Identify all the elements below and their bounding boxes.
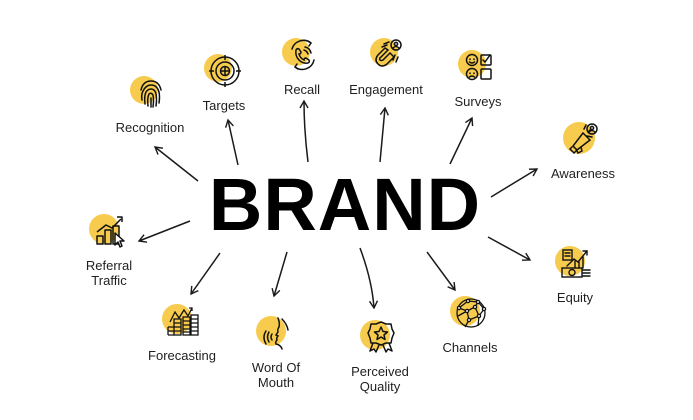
target-crosshair-icon xyxy=(209,55,241,87)
magnet-user-icon xyxy=(375,39,402,67)
arrow-to-referral-traffic xyxy=(137,220,191,243)
megaphone-icon xyxy=(568,123,598,155)
arrow-to-word-of-mouth xyxy=(271,251,288,298)
label-recall: Recall xyxy=(283,82,321,97)
node-equity: Equity xyxy=(540,242,610,305)
label-perceived-quality: Perceived Quality xyxy=(351,364,409,394)
phone-call-icon xyxy=(291,39,315,71)
chart-forecast-icon xyxy=(167,307,199,336)
arrow-to-perceived-quality xyxy=(359,247,379,310)
label-equity: Equity xyxy=(556,290,594,305)
arrow-to-awareness xyxy=(490,168,539,198)
label-engagement: Engagement xyxy=(349,82,423,97)
node-word-of-mouth: Word Of Mouth xyxy=(238,312,314,390)
label-word-of-mouth: Word Of Mouth xyxy=(251,360,301,390)
label-channels: Channels xyxy=(442,340,498,355)
money-growth-icon xyxy=(561,249,591,278)
node-recognition: Recognition xyxy=(95,72,205,135)
arrow-to-equity xyxy=(487,236,532,261)
fingerprint-icon xyxy=(140,80,162,108)
arrow-to-recall xyxy=(299,99,309,163)
node-surveys: Surveys xyxy=(438,46,518,109)
label-recognition: Recognition xyxy=(115,120,185,135)
node-targets: Targets xyxy=(184,50,264,113)
label-surveys: Surveys xyxy=(454,94,502,109)
node-forecasting: Forecasting xyxy=(140,300,224,363)
arrow-to-surveys xyxy=(449,116,474,165)
arrow-to-engagement xyxy=(379,106,389,163)
label-awareness: Awareness xyxy=(550,166,616,181)
network-globe-icon xyxy=(456,298,487,328)
survey-checklist-icon xyxy=(465,53,492,81)
arrow-to-forecasting xyxy=(190,252,221,296)
award-badge-icon xyxy=(367,321,395,353)
traffic-chart-cursor-icon xyxy=(96,216,125,248)
label-targets: Targets xyxy=(202,98,246,113)
label-referral-traffic: Referral Traffic xyxy=(85,258,133,288)
node-awareness: Awareness xyxy=(538,118,628,181)
node-recall: Recall xyxy=(267,34,337,97)
node-perceived-quality: Perceived Quality xyxy=(340,316,420,394)
arrow-to-recognition xyxy=(153,146,199,182)
node-engagement: Engagement xyxy=(336,34,436,97)
node-referral-traffic: Referral Traffic xyxy=(76,210,142,288)
label-forecasting: Forecasting xyxy=(148,348,216,363)
arrow-to-channels xyxy=(426,251,456,292)
brand-title: BRAND xyxy=(208,163,482,246)
speaking-face-icon xyxy=(263,317,289,350)
node-channels: Channels xyxy=(430,292,510,355)
arrow-to-targets xyxy=(224,118,239,166)
